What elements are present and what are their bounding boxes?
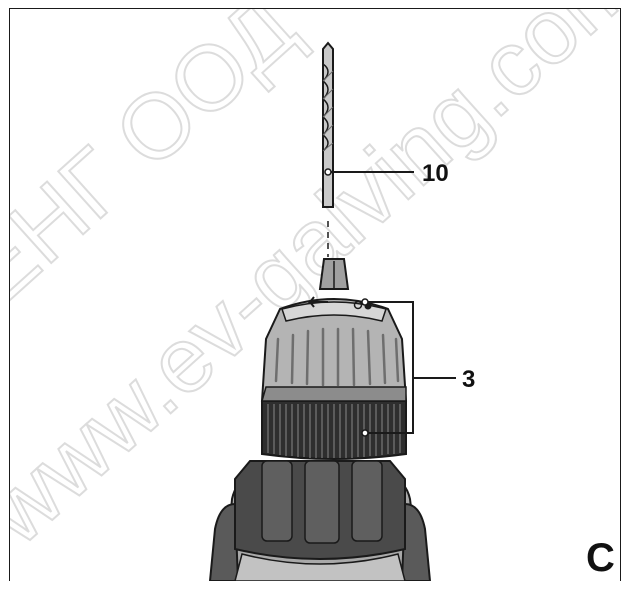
figure-frame: ЕНГ ООД www.ev-galving.com [9, 8, 621, 581]
chuck-ring [261, 400, 407, 460]
drill-bit [321, 41, 334, 208]
drill-illustration: ЕНГ ООД www.ev-galving.com [10, 9, 620, 581]
callout-chuck: 3 [361, 298, 475, 437]
chuck-jaws [318, 258, 350, 290]
drill-body [208, 460, 432, 581]
callout-bit: 10 [324, 160, 449, 187]
chuck-sleeve [260, 296, 408, 402]
label-chuck-number: 3 [462, 366, 475, 393]
panel-letter: C [586, 536, 615, 580]
label-bit-number: 10 [422, 160, 449, 187]
